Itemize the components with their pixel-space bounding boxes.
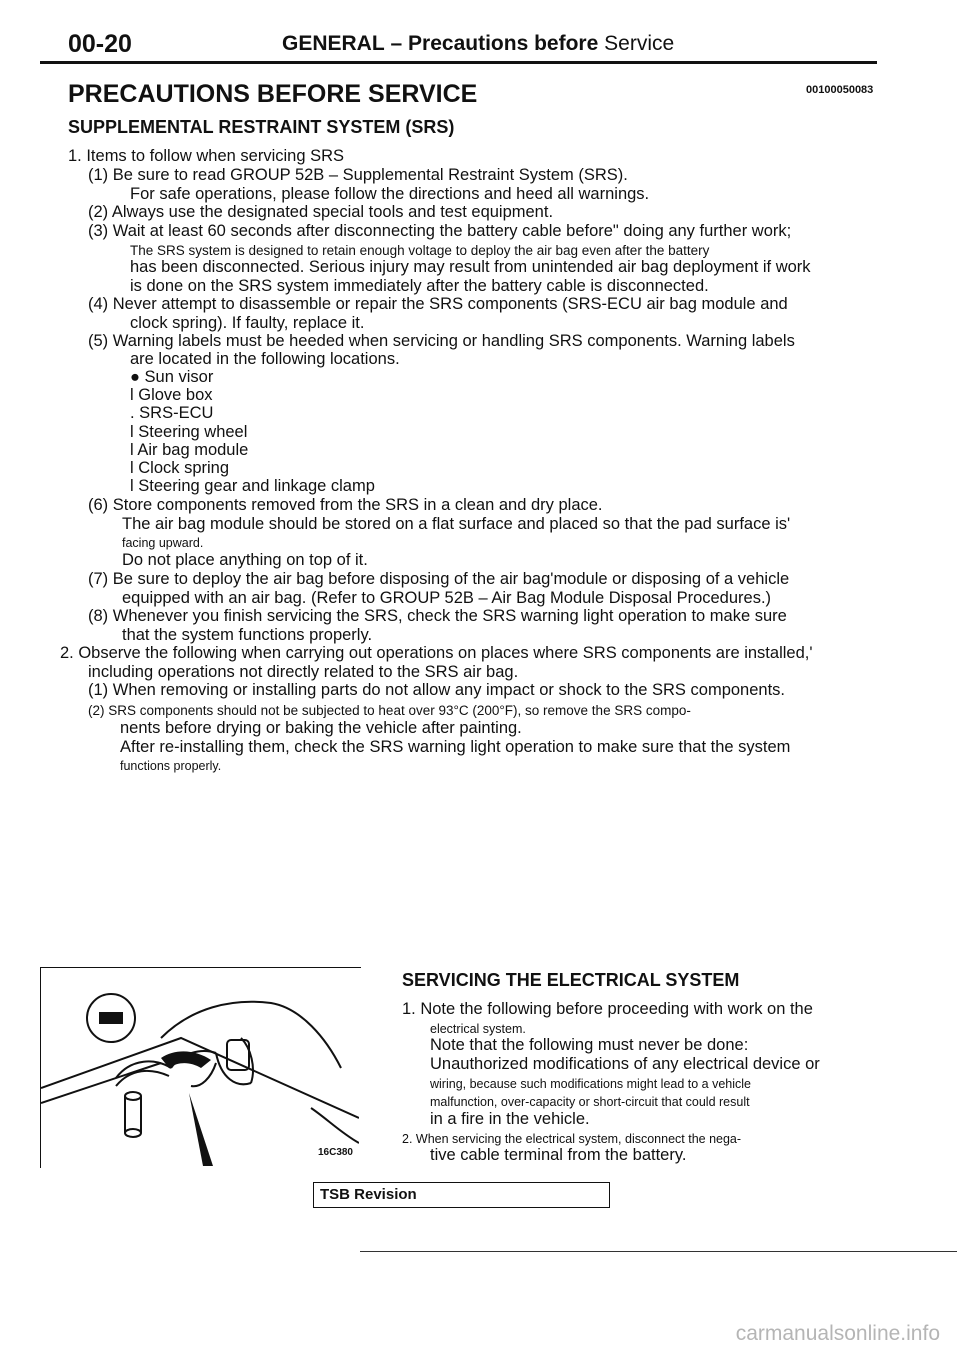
- label-location: l Air bag module: [130, 441, 249, 459]
- srs-text: For safe operations, please follow the d…: [130, 185, 650, 203]
- footer-rule: [360, 1251, 957, 1252]
- electrical-text: Note that the following must never be do…: [430, 1036, 749, 1054]
- srs-item-1-8: (8) Whenever you finish servicing the SR…: [88, 607, 787, 625]
- srs-text: that the system functions properly.: [122, 626, 373, 644]
- srs-text: has been disconnected. Serious injury ma…: [130, 258, 811, 276]
- srs-item-2-2: (2) SRS components should not be subject…: [88, 703, 691, 718]
- srs-text: The SRS system is designed to retain eno…: [130, 243, 710, 258]
- electrical-item-1: 1. Note the following before proceeding …: [402, 1000, 813, 1018]
- watermark: carmanualsonline.info: [735, 1322, 940, 1345]
- srs-item-1: 1. Items to follow when servicing SRS: [68, 147, 345, 165]
- srs-item-1-7: (7) Be sure to deploy the air bag before…: [88, 570, 790, 588]
- header-before: before: [534, 32, 599, 55]
- srs-text: including operations not directly relate…: [88, 663, 519, 681]
- electrical-text: electrical system.: [430, 1022, 526, 1036]
- srs-text: is done on the SRS system immediately af…: [130, 277, 709, 295]
- srs-text: equipped with an air bag. (Refer to GROU…: [122, 589, 772, 607]
- header-group: GENERAL: [282, 32, 385, 55]
- document-code: 00100050083: [806, 84, 874, 96]
- label-location: l Clock spring: [130, 459, 230, 477]
- srs-item-2-1: (1) When removing or installing parts do…: [88, 681, 785, 699]
- page-number: 00-20: [68, 30, 132, 58]
- srs-text: Do not place anything on top of it.: [122, 551, 368, 569]
- header-section: – Precautions: [390, 32, 529, 55]
- srs-text: After re-installing them, check the SRS …: [120, 738, 791, 756]
- srs-text: are located in the following locations.: [130, 350, 400, 368]
- srs-text: The air bag module should be stored on a…: [122, 515, 791, 533]
- tsb-revision-label: TSB Revision: [320, 1186, 417, 1203]
- srs-item-1-5: (5) Warning labels must be heeded when s…: [88, 332, 795, 350]
- label-location: l Steering gear and linkage clamp: [130, 477, 375, 495]
- page-title: PRECAUTIONS BEFORE SERVICE: [68, 80, 478, 108]
- label-location: . SRS-ECU: [130, 404, 214, 422]
- srs-item-2: 2. Observe the following when carrying o…: [60, 644, 813, 662]
- srs-item-1-4: (4) Never attempt to disassemble or repa…: [88, 295, 788, 313]
- header-service: Service: [604, 32, 675, 55]
- electrical-text: Unauthorized modifications of any electr…: [430, 1055, 820, 1073]
- srs-item-1-2: (2) Always use the designated special to…: [88, 203, 554, 221]
- srs-text: nents before drying or baking the vehicl…: [120, 719, 522, 737]
- srs-item-1-3: (3) Wait at least 60 seconds after disco…: [88, 222, 792, 240]
- running-header: GENERAL – Precautions before Service: [282, 32, 674, 56]
- electrical-text: wiring, because such modifications might…: [430, 1077, 752, 1091]
- electrical-text: tive cable terminal from the battery.: [430, 1146, 687, 1164]
- srs-text: functions properly.: [120, 759, 222, 773]
- electrical-heading: SERVICING THE ELECTRICAL SYSTEM: [402, 970, 740, 990]
- header-rule: [40, 61, 877, 64]
- srs-item-1-1: (1) Be sure to read GROUP 52B – Suppleme…: [88, 166, 628, 184]
- label-location: l Steering wheel: [130, 423, 248, 441]
- electrical-item-2: 2. When servicing the electrical system,…: [402, 1132, 742, 1146]
- electrical-text: in a fire in the vehicle.: [430, 1110, 590, 1128]
- srs-text: clock spring). If faulty, replace it.: [130, 314, 365, 332]
- srs-heading: SUPPLEMENTAL RESTRAINT SYSTEM (SRS): [68, 117, 455, 137]
- battery-terminal-figure: 16C380: [40, 967, 361, 1168]
- label-location: ● Sun visor: [130, 368, 214, 386]
- electrical-text: malfunction, over-capacity or short-circ…: [430, 1095, 750, 1109]
- srs-text: facing upward.: [122, 536, 204, 550]
- battery-terminal-illustration: [40, 993, 360, 1166]
- label-location: l Glove box: [130, 386, 213, 404]
- figure-code: 16C380: [317, 1147, 353, 1158]
- srs-item-1-6: (6) Store components removed from the SR…: [88, 496, 603, 514]
- tsb-revision-box: TSB Revision: [313, 1182, 610, 1208]
